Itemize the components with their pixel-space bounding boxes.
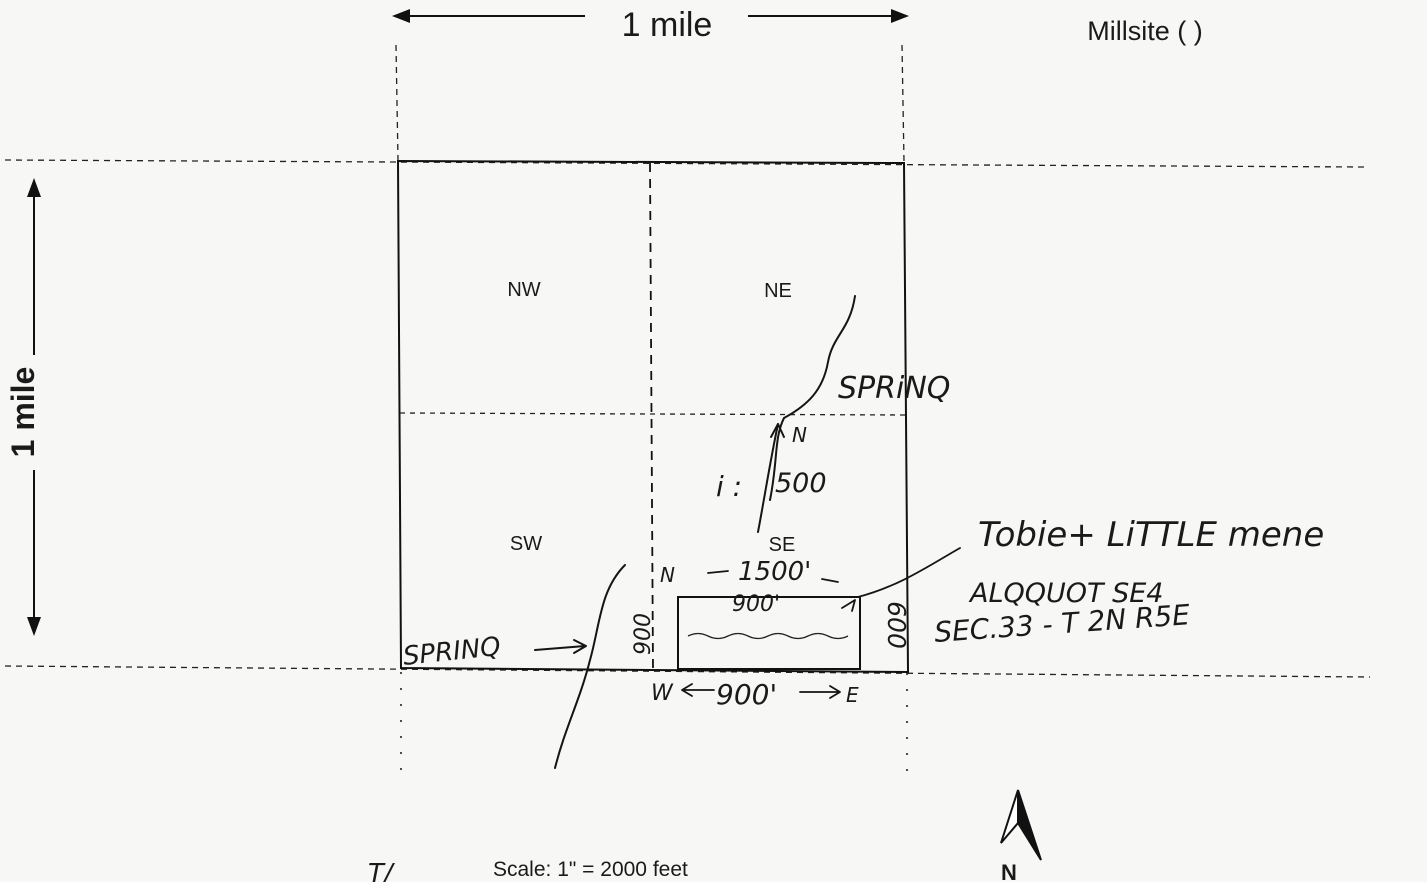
claim-name: Tobie+ LiTTLE mene (978, 515, 1324, 555)
spring-label-ne: SPRiNQ (838, 371, 950, 406)
height-dimension: 1 mile (5, 178, 41, 636)
side-left-900: 900 (631, 613, 656, 655)
claim-boundary (677, 596, 861, 670)
side-top-900: 900' (732, 592, 780, 617)
scale-label: Scale: 1" = 2000 feet (493, 858, 688, 881)
side-right-600: 600 (882, 601, 911, 649)
section-extension-lines (4, 44, 1371, 678)
north-label: N (1001, 860, 1017, 882)
section-boundary (396, 159, 910, 674)
claim-aliquot: ALQQUOT SE4 (968, 578, 1163, 609)
bottom-900: 900' (716, 678, 777, 711)
north-arrow-icon: N (1000, 789, 1042, 882)
spring-arrow (534, 639, 587, 654)
distance-500: 500 (775, 468, 827, 499)
width-label: 1 mile (622, 6, 713, 44)
offset-line-500 (757, 423, 779, 533)
spring-label-sw: SPRINQ (402, 632, 502, 672)
quarter-line-horizontal (399, 412, 907, 416)
arrow-bottom-left (681, 683, 715, 697)
claim-hatch (687, 632, 849, 640)
claim-arrow (841, 599, 856, 612)
initials-mark: T/ (368, 859, 396, 882)
dash-1500 (707, 570, 729, 574)
dash-1500-right (821, 578, 839, 583)
n-corner-label: N (660, 563, 675, 587)
width-dimension: 1 mile (392, 6, 909, 44)
quarter-label-ne: NE (764, 280, 792, 302)
spring-drainage-sw (554, 564, 626, 769)
quarter-line-vertical (649, 162, 654, 670)
north-mark: N (792, 423, 807, 447)
offset-arrowhead (770, 423, 785, 438)
spring-drainage-ne (769, 295, 856, 501)
quarter-label-sw: SW (510, 533, 542, 555)
distance-1500: 1500' (738, 557, 811, 587)
height-label: 1 mile (5, 367, 41, 458)
corner-e-label: E (846, 683, 859, 707)
leader-line (857, 547, 961, 598)
corner-w-label: W (651, 681, 674, 706)
arrow-bottom-right (799, 685, 841, 699)
quarter-label-nw: NW (507, 279, 540, 301)
i-mark: i : (716, 470, 742, 503)
section-dotted-extensions (400, 672, 908, 778)
millsite-label: Millsite ( ) (1087, 16, 1203, 46)
quarter-label-se: SE (769, 534, 796, 556)
